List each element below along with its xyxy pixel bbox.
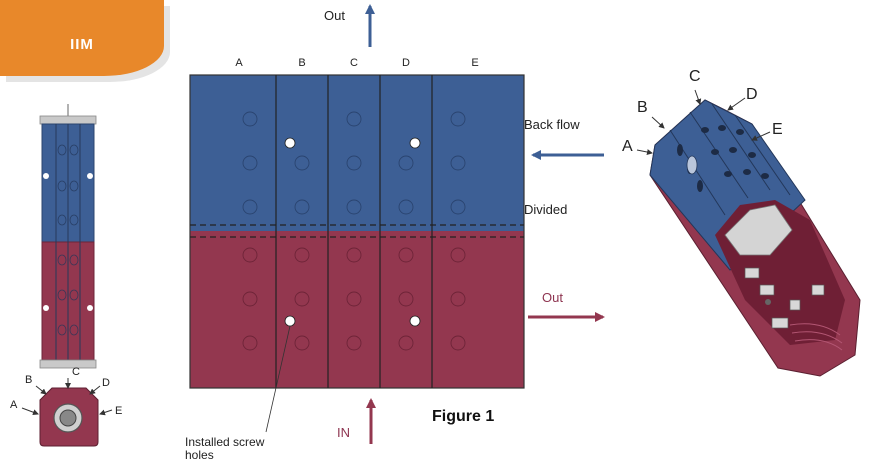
manifold-side-view (39, 104, 97, 369)
in-bottom-label: IN (337, 425, 350, 440)
divided-label: Divided (524, 202, 568, 217)
end-view-label-a: A (10, 399, 18, 411)
column-label-d: D (402, 57, 410, 69)
brand-label: IIM (70, 36, 94, 53)
end-view-label-d: D (102, 377, 110, 389)
end-view-label-b: B (25, 374, 33, 386)
iso-label-c: C (689, 68, 701, 85)
out-top-label: Out (324, 8, 345, 23)
screw-hole-leader (265, 325, 291, 433)
column-label-e: E (471, 57, 479, 69)
column-label-c: C (350, 57, 358, 69)
iso-label-d: D (746, 86, 758, 103)
screw-holes-label-line2: holes (185, 448, 214, 462)
end-view-label-e: E (115, 405, 123, 417)
end-view-label-c: C (72, 366, 80, 378)
out-right-label: Out (542, 290, 563, 305)
brand-badge (0, 0, 164, 76)
iso-label-b: B (637, 99, 648, 116)
manifold-end-view (21, 378, 113, 447)
iso-label-e: E (772, 121, 783, 138)
screw-holes-label-line1: Installed screw (185, 435, 265, 449)
manifold-isometric-view (636, 89, 861, 377)
column-label-a: A (235, 57, 243, 69)
back-flow-label: Back flow (524, 117, 580, 132)
center-block (189, 74, 525, 389)
figure-caption: Figure 1 (432, 408, 495, 425)
iso-label-a: A (622, 138, 633, 155)
column-label-b: B (298, 57, 306, 69)
